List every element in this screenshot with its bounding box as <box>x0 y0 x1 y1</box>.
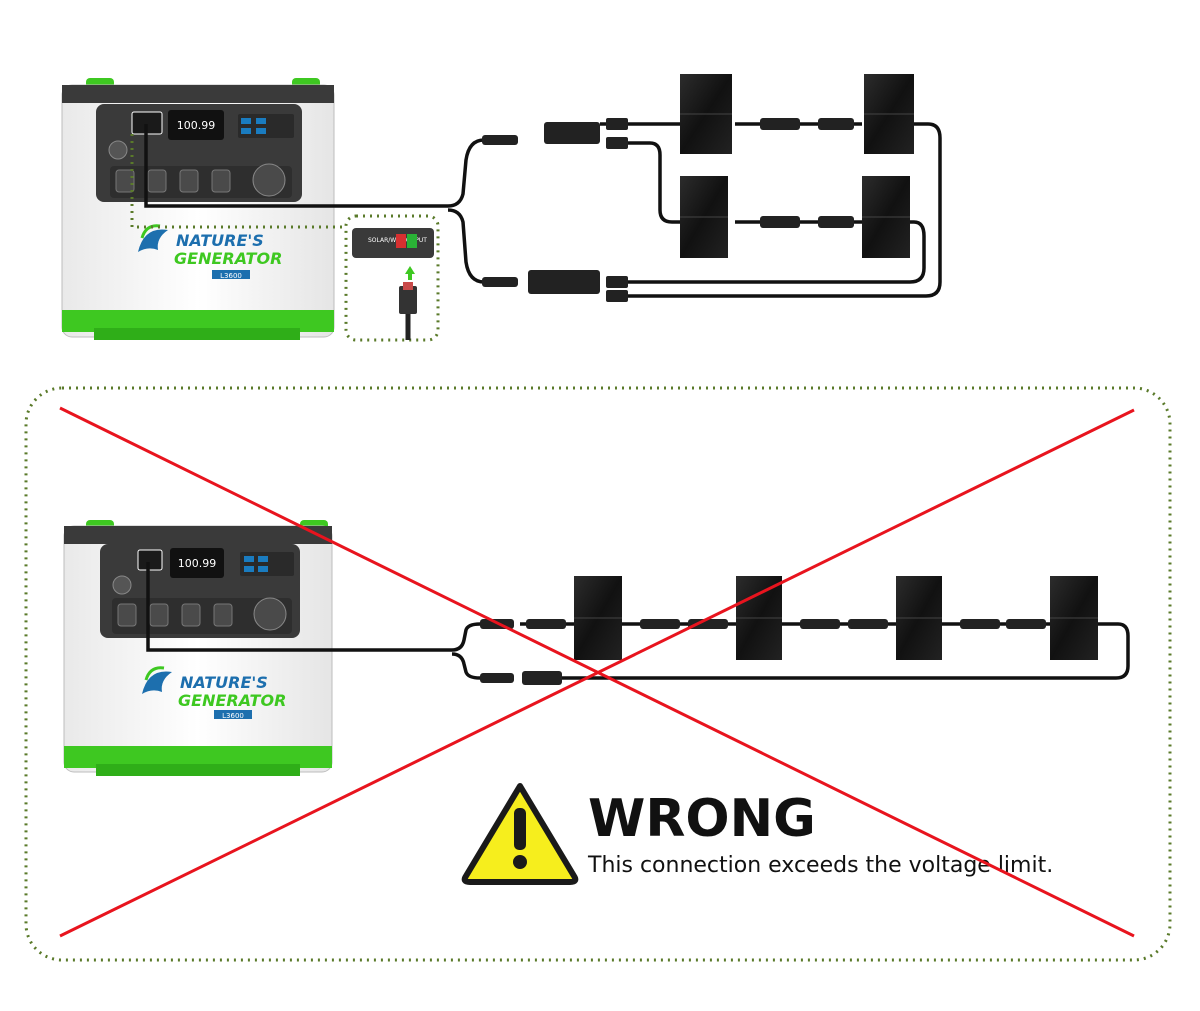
wrong-wiring-diagram: 100.99 NATURE'S GENERATOR L3600 <box>24 386 1172 962</box>
warning-title: WRONG <box>588 789 816 849</box>
model-label: L3600 <box>220 272 242 280</box>
warning-message: This connection exceeds the voltage limi… <box>587 853 1053 878</box>
branch-connector <box>528 270 600 294</box>
correct-wiring-diagram: 100.99 NATURE'S GENERATOR L3600 <box>61 74 942 342</box>
model-label: L3600 <box>222 712 244 720</box>
wrong-cross-mark <box>59 406 1135 938</box>
lcd-display <box>168 110 224 140</box>
branch-connector <box>544 122 600 144</box>
solar-array-series-4 <box>574 576 1098 660</box>
display-value: 100.99 <box>177 119 216 132</box>
generator-unit: 100.99 NATURE'S GENERATOR L3600 <box>61 78 335 340</box>
arrow-up-icon <box>405 266 415 280</box>
warning-block: WRONG This connection exceeds the voltag… <box>461 783 1053 885</box>
brand-name-line1: NATURE'S <box>180 673 268 692</box>
brand-name-line2: GENERATOR <box>174 249 282 268</box>
generator-unit: 100.99 NATURE'S GENERATOR L3600 <box>63 520 333 776</box>
solar-array-2x2 <box>680 74 914 258</box>
anderson-connector <box>399 286 417 314</box>
display-value: 100.99 <box>178 557 217 570</box>
brand-name-line1: NATURE'S <box>176 231 264 250</box>
brand-logo: NATURE'S GENERATOR L3600 <box>138 224 282 280</box>
brand-logo: NATURE'S GENERATOR L3600 <box>142 666 286 720</box>
wrong-example-frame <box>24 386 1172 962</box>
brand-name-line2: GENERATOR <box>178 691 286 710</box>
adapter-callout <box>344 214 440 342</box>
